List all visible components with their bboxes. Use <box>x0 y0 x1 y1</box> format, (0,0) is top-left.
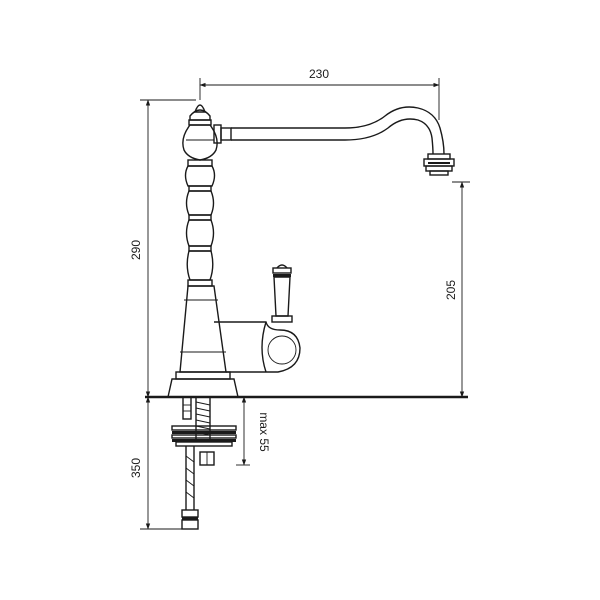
dimension-label-350: 350 <box>129 458 143 478</box>
dimension-label-max-55: max 55 <box>257 412 271 452</box>
dimension-label-205: 205 <box>444 280 458 300</box>
lever-handle <box>214 264 301 373</box>
dimension-under-counter: 350 <box>129 396 182 530</box>
mounting-assembly <box>171 396 237 530</box>
dimension-spout-reach: 230 <box>199 67 440 120</box>
dimension-total-height: 290 <box>129 99 196 398</box>
dimension-spout-height: 205 <box>444 181 470 398</box>
dimension-label-290: 290 <box>129 240 143 260</box>
dimension-label-230: 230 <box>309 67 329 81</box>
dimension-max-thickness: max 55 <box>236 396 271 466</box>
spout <box>213 106 455 176</box>
faucet-body <box>167 104 239 398</box>
